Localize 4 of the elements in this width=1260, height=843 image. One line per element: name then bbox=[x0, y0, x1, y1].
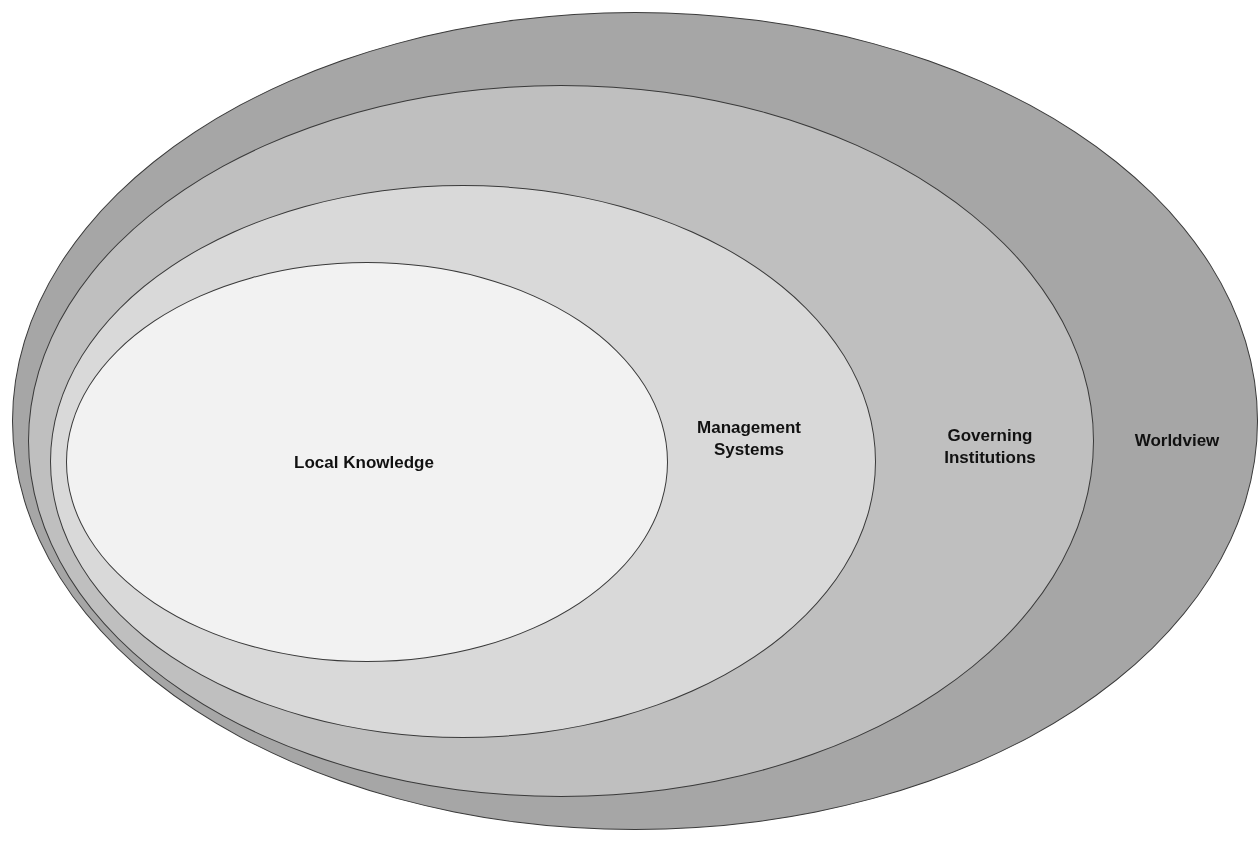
ellipse-label: Worldview bbox=[1133, 429, 1221, 452]
ellipse-label: Governing Institutions bbox=[943, 424, 1037, 469]
ellipse-label: Local Knowledge bbox=[293, 451, 435, 474]
ellipse-label: Management Systems bbox=[696, 416, 802, 461]
